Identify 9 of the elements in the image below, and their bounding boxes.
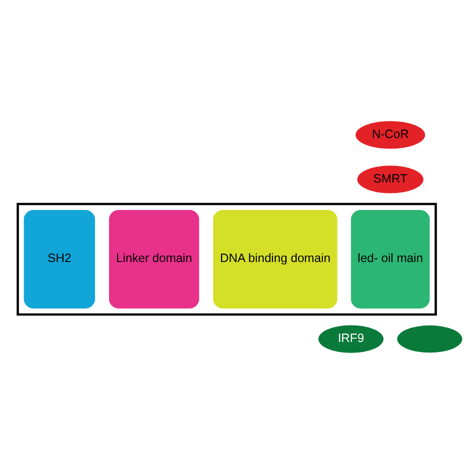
node-oval xyxy=(397,325,462,353)
node-box: DNA binding domain xyxy=(213,210,338,308)
cluster xyxy=(16,202,437,316)
node-box: Linker domain xyxy=(109,210,200,308)
node-box: SH2 xyxy=(24,210,96,308)
node-ellipse: SMRT xyxy=(357,166,424,194)
node-box: led- oil main xyxy=(350,210,430,308)
node-ellipse: N-CoR xyxy=(356,121,426,149)
node-ellipse: IRF9 xyxy=(318,325,384,353)
